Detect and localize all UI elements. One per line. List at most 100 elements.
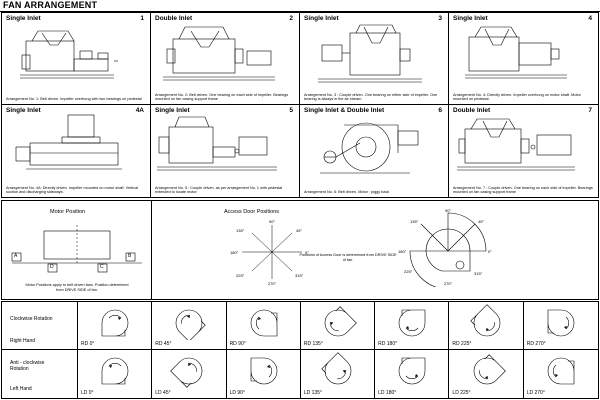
fan-rotation-icon [547,357,575,385]
fan-rotation-icon [321,352,352,385]
rd-rotation-label: RD 135° [303,341,323,347]
clockwise-label: Clockwise Rotation [10,316,53,322]
door-angle-225: 225° [236,273,245,278]
fan-angle-135: 135° [410,219,419,224]
fan-housing-outline [321,352,352,385]
page-title: FAN ARRANGEMENT [3,0,98,10]
rd-rotation-label: RD 180° [378,341,398,347]
rotation-arrowhead [266,365,270,368]
door-angle-135: 135° [236,228,245,233]
arrangement-grid: Single Inlet 1 Arrangement No. 1: Belt d… [1,12,599,198]
rd-rotation-cell: RD 180° [375,302,450,349]
arrangement-drawing [20,30,118,79]
arrangement-number: 5 [289,107,293,114]
arrangement-cell-1: Single Inlet 1 Arrangement No. 1: Belt d… [2,13,151,105]
rd-rotation-cell: RD 90° [227,302,301,349]
title-divider [0,11,600,12]
ld-rotation-cell: LD 135° [301,350,376,398]
fan-rotation-icon [170,357,203,388]
arrangement-cell-4a: Single Inlet 4A Arrangement No. 4A: Dire… [2,105,151,197]
arrangement-drawing [457,118,575,171]
fan-rotation-icon [324,306,357,337]
fan-housing-outline [101,357,129,385]
arrangement-drawing [157,116,277,171]
rotation-arrowhead [415,374,419,377]
ld-rotation-label: LD 45° [155,390,171,396]
arrangement-cell-3: Single Inlet 3 Arrangement No. 3 : Coupl… [300,13,449,105]
arrangement-title: Single Inlet & Double Inlet [304,107,385,114]
rd-rotation-label: RD 0° [81,341,95,347]
fan-angle-45: 45° [478,219,484,224]
rotation-arrowhead [188,363,192,367]
rd-rotation-cell: RD 0° [78,302,153,349]
rotation-arrow-icon [565,316,569,330]
fan-housing-outline [324,306,357,337]
motor-position-note: Motor Positions apply to belt driven fan… [25,283,129,292]
access-door-title: Access Door Positions [224,209,280,215]
fan-housing-outline [176,309,207,340]
ld-rotation-cell: LD 225° [449,350,524,398]
rotation-arrow-icon [329,322,339,332]
arrangement-cell-4: Single Inlet 4 Arrangement No. 4: Direct… [449,13,598,105]
right-hand-label: Right Hand [10,338,36,344]
anticlockwise-label: Anti - clockwise Rotation [10,360,45,372]
door-angle-270: 270° [268,281,277,286]
rotation-arrowhead [109,365,113,368]
rotation-arrow-icon [406,327,419,332]
access-door-note: Positions of Access Door is determined f… [299,253,397,262]
fan-rotation-icon [547,309,575,337]
fan-housing-outline [398,357,426,385]
arrangement-title: Double Inlet [155,15,193,22]
fan-rotation-icon [101,357,129,385]
rotation-arrow-icon [188,362,198,372]
ld-rotation-cell: LD 45° [152,350,227,398]
fan-angle-0: 0° [488,249,492,254]
fan-rotation-icon [473,354,506,385]
ld-rotation-cell: LD 180° [375,350,450,398]
arrangement-description: Arrangement No. 7 : Couple driven. One b… [453,185,593,195]
rotation-arrow-icon [552,364,557,378]
ld-rotation-label: LD 225° [452,390,471,396]
arrangement-drawing [163,26,275,81]
fan-housing-outline [469,304,500,337]
fan-housing-outline [250,357,278,385]
arrangement-description: Arrangement No. 6: Belt driven. Motor : … [304,190,390,195]
arrangement-description: Arrangement No. 5 : Couple driven. as pe… [155,185,283,195]
arrangement-drawing [320,122,419,174]
arrangement-number: 4A [135,107,144,114]
fan-angle-180: 180° [398,249,407,254]
arrangement-title: Single Inlet [304,15,339,22]
access-door-panel: Access Door Positions 90° 45° 0° 315° 27… [152,201,598,299]
fan-rotation-icon [469,304,500,337]
rotation-row-rd: RD 0°RD 45°RD 90°RD 135°RD 180°RD 225°RD… [78,302,598,350]
fan-rotation-icon [250,309,278,337]
fan-angle-225: 225° [404,269,413,274]
rd-rotation-label: RD 90° [229,341,246,347]
ld-rotation-label: LD 0° [81,390,94,396]
rotation-arrow-icon [108,314,122,319]
motor-label-a: A [14,253,18,259]
rd-rotation-cell: RD 270° [524,302,598,349]
door-angle-90: 90° [269,219,275,224]
arrangement-title: Single Inlet [6,107,41,114]
arrangement-number: 6 [438,107,442,114]
fan-rotation-icon [250,357,278,385]
rd-rotation-label: RD 45° [155,341,172,347]
rotation-arrow-icon [268,364,272,378]
rd-rotation-label: RD 270° [526,341,546,347]
motor-position-panel: Motor Position A B D C Motor Positions a… [2,201,152,299]
rotation-label-cell: Clockwise Rotation Right Hand [2,302,78,350]
fan-housing-outline [473,354,506,385]
arrangement-cell-6: Single Inlet & Double Inlet 6 Arrangemen… [300,105,449,197]
fan-rotation-icon [101,309,129,337]
positions-panel: Motor Position A B D C Motor Positions a… [1,200,599,300]
motor-position-diagram [11,225,142,273]
access-door-compass: 90° 45° 0° 315° 270° 225° 180° 135° [230,219,309,286]
fan-housing-outline [398,309,426,337]
rotation-arrowhead [485,327,489,331]
rotation-arrowhead [484,375,488,379]
access-door-fan-diagram: 90° 45° 0° 315° 270° 225° 180° 135° [398,208,492,287]
door-angle-0: 0° [305,250,309,255]
ld-rotation-label: LD 180° [378,390,397,396]
motor-label-d: D [50,264,54,270]
